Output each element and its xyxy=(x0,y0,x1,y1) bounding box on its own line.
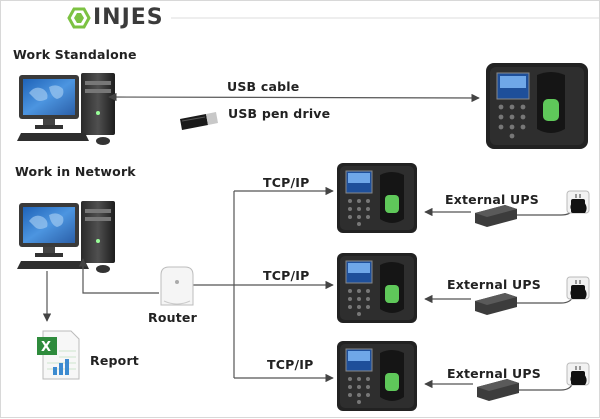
tcpip-label-3: TCP/IP xyxy=(267,357,314,372)
router-icon xyxy=(160,266,194,306)
ups-1-icon xyxy=(475,205,517,227)
ups-2-icon xyxy=(475,293,517,315)
terminal-1-icon xyxy=(336,162,418,234)
section-title-network: Work in Network xyxy=(15,164,136,179)
report-label: Report xyxy=(90,353,139,368)
router-label: Router xyxy=(148,310,197,325)
excel-report-icon: X xyxy=(37,330,80,380)
svg-text:X: X xyxy=(41,340,51,355)
usb-pen-drive-icon xyxy=(180,112,218,130)
brand-name: INJES xyxy=(93,5,164,30)
network-lines xyxy=(42,186,574,391)
usb-cable-label: USB cable xyxy=(227,79,300,94)
ups-3-icon xyxy=(477,379,519,401)
injes-logo-icon xyxy=(67,7,91,29)
usb-pen-drive-label: USB pen drive xyxy=(228,106,331,121)
network-pc-icon xyxy=(17,201,115,273)
external-ups-label-1: External UPS xyxy=(445,192,539,207)
standalone-pc-icon xyxy=(17,73,115,145)
external-ups-label-3: External UPS xyxy=(447,366,541,381)
terminal-2-icon xyxy=(336,252,418,324)
standalone-terminal-icon xyxy=(486,63,588,149)
terminal-3-icon xyxy=(336,340,418,412)
tcpip-label-2: TCP/IP xyxy=(263,268,310,283)
external-ups-label-2: External UPS xyxy=(447,277,541,292)
usb-cable-line xyxy=(108,92,480,103)
tcpip-label-1: TCP/IP xyxy=(263,175,310,190)
section-title-standalone: Work Standalone xyxy=(13,47,137,62)
